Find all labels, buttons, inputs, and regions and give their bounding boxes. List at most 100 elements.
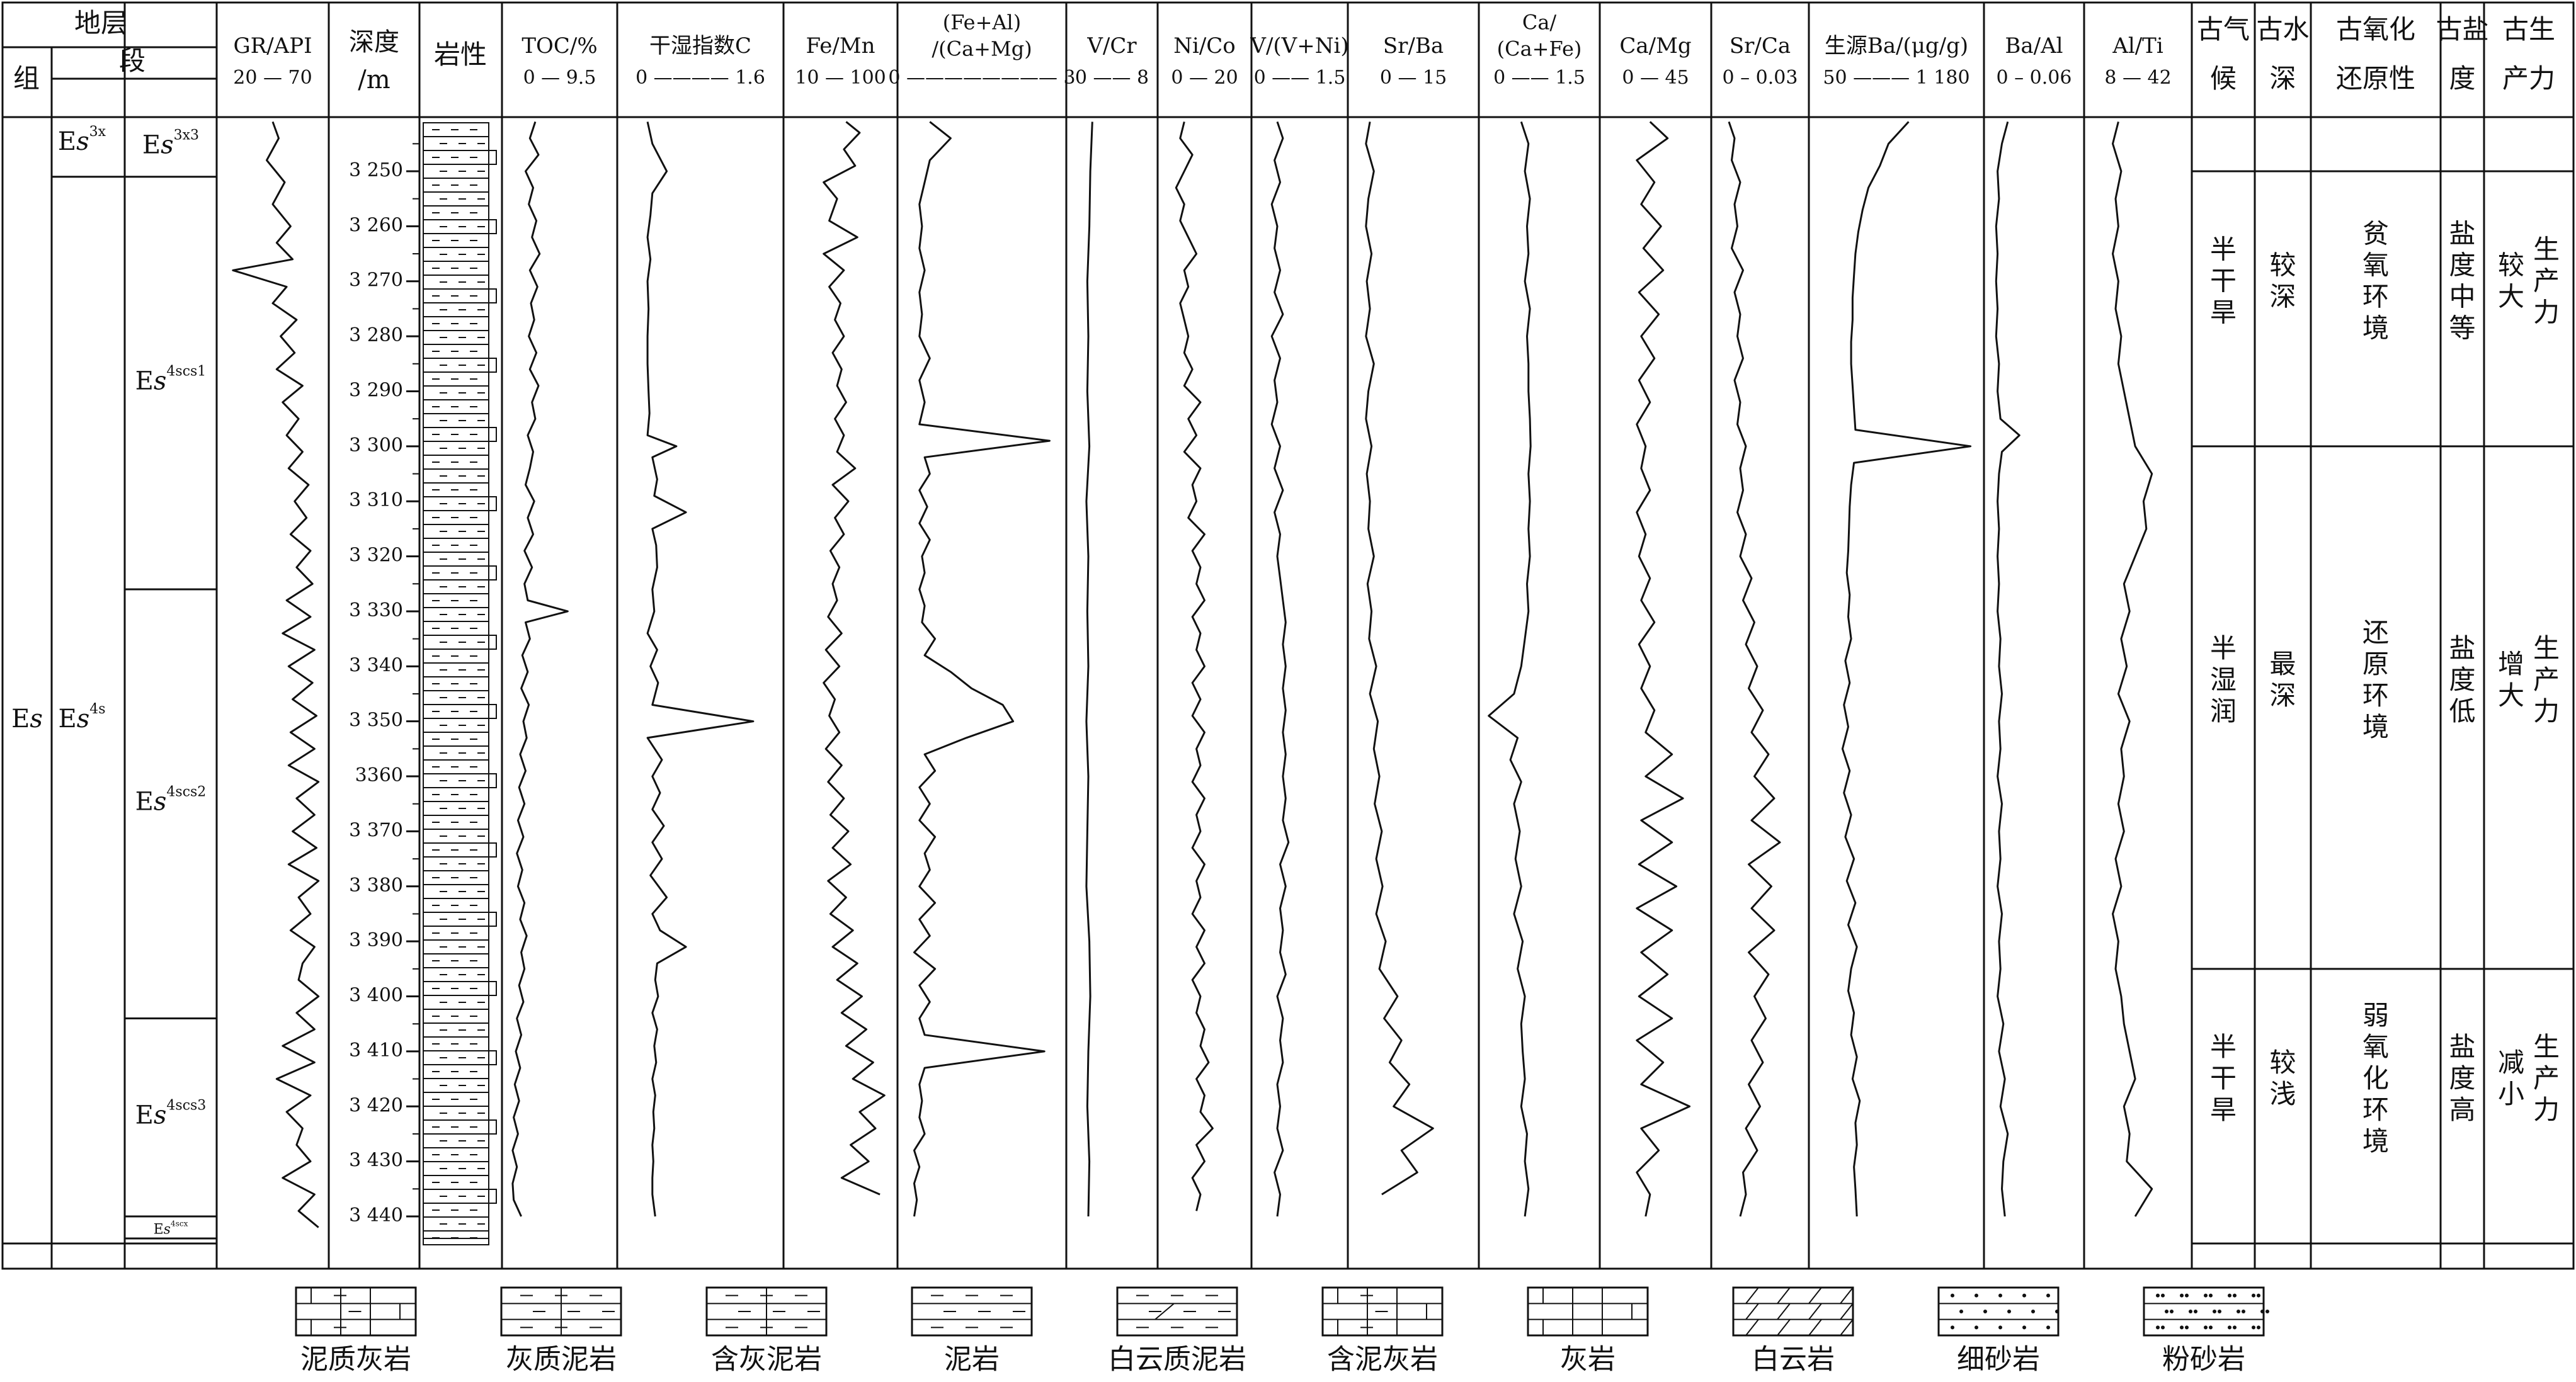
legend-dot bbox=[1951, 1325, 1954, 1330]
interp-climate-1: 半湿润 bbox=[2210, 633, 2237, 727]
header-strata: 地层 bbox=[74, 8, 127, 38]
legend-dot bbox=[2031, 1310, 2035, 1313]
header-femn: Fe/Mn bbox=[806, 33, 875, 59]
depth-label-3380: 3 380 bbox=[349, 875, 403, 897]
depth-label-3400: 3 400 bbox=[349, 985, 403, 1007]
legend-swatch bbox=[1527, 1286, 1649, 1337]
depth-label-3300: 3 300 bbox=[349, 434, 403, 456]
legend-slash bbox=[1745, 1287, 1759, 1304]
legend-dot bbox=[2156, 1325, 2160, 1330]
header-femn-range: 10 — 100 bbox=[795, 67, 886, 89]
interp-header-4: 古生 bbox=[2502, 14, 2555, 45]
frame bbox=[1, 1, 2575, 1270]
curve-vcr bbox=[1085, 122, 1093, 1217]
legend-label-siltstone: 粉砂岩 bbox=[2162, 1344, 2245, 1376]
depth-label-3350: 3 350 bbox=[349, 710, 403, 732]
curve-camg bbox=[1636, 121, 1691, 1217]
legend-swatch bbox=[295, 1286, 417, 1337]
interpretation-columns: 半干旱较深贫氧环境盐度中等生产力较大半湿润最深还原环境盐度低生产力增大半干旱较浅… bbox=[2192, 170, 2573, 1245]
interp-header-0-line2: 候 bbox=[2210, 63, 2237, 94]
interp-header-2: 古氧化 bbox=[2336, 14, 2415, 45]
interp-water-2: 较浅 bbox=[2269, 1047, 2296, 1109]
depth-label-3420: 3 420 bbox=[349, 1094, 403, 1116]
group-label: Es bbox=[11, 705, 43, 733]
legend-swatch bbox=[1321, 1286, 1444, 1337]
depth-label-3260: 3 260 bbox=[349, 214, 403, 236]
legend-dot bbox=[2194, 1310, 2197, 1313]
header-ba-range: 50 ——— 1 180 bbox=[1823, 67, 1969, 89]
header-camg: Ca/Mg bbox=[1619, 33, 1691, 59]
header-srca-range: 0 – 0.03 bbox=[1723, 67, 1798, 89]
depth-label-3290: 3 290 bbox=[349, 379, 403, 401]
header-srba: Sr/Ba bbox=[1383, 33, 1444, 59]
legend-swatch bbox=[1732, 1286, 1854, 1337]
legend-dot bbox=[2156, 1293, 2160, 1298]
depth-label-3430: 3 430 bbox=[349, 1150, 403, 1172]
legend-dot bbox=[2228, 1325, 2231, 1330]
legend-dot bbox=[1998, 1293, 2002, 1298]
header-cacafe-range: 0 —— 1.5 bbox=[1493, 67, 1585, 89]
member-label-0: Es3x bbox=[58, 124, 106, 156]
header-baal: Ba/Al bbox=[2005, 33, 2063, 59]
legend-item-lime-bearing-mudstone: 含灰泥岩 bbox=[705, 1286, 828, 1376]
legend-dot bbox=[2260, 1310, 2264, 1313]
interp-water-1: 最深 bbox=[2269, 649, 2296, 711]
interp-productivity-2-0: 生产力 bbox=[2533, 1031, 2560, 1125]
legend-dot bbox=[1998, 1325, 2002, 1330]
depth-label-3330: 3 330 bbox=[349, 599, 403, 621]
legend-swatch bbox=[911, 1286, 1033, 1337]
legend-dot bbox=[2161, 1325, 2165, 1330]
depth-label-3360: 3360 bbox=[355, 764, 403, 786]
curve-srca bbox=[1728, 121, 1781, 1217]
legend-label-mud-bearing-limestone: 含泥灰岩 bbox=[1327, 1344, 1438, 1376]
header-depth: 深度 bbox=[349, 28, 399, 57]
interp-salinity-0: 盐度中等 bbox=[2449, 218, 2475, 343]
legend-slash bbox=[1777, 1287, 1791, 1304]
legend-dot bbox=[2185, 1293, 2189, 1298]
interp-header-0: 古气 bbox=[2197, 14, 2250, 45]
table-grid bbox=[1, 1, 2575, 1270]
submember-label-1: Es4scs1 bbox=[135, 363, 207, 395]
depth-label-3340: 3 340 bbox=[349, 654, 403, 676]
interp-productivity-2-1: 减小 bbox=[2498, 1047, 2524, 1109]
submember-label-3: Es4scs3 bbox=[135, 1098, 207, 1130]
curve-srba bbox=[1365, 122, 1434, 1196]
header-c-range: 0 ———— 1.6 bbox=[635, 67, 765, 89]
legend-dot bbox=[2209, 1293, 2213, 1298]
interp-header-3: 古盐 bbox=[2436, 14, 2488, 45]
lithology-bed bbox=[423, 1230, 489, 1245]
legend-dot bbox=[2252, 1293, 2255, 1298]
header-vvni: V/(V+Ni) bbox=[1250, 33, 1348, 59]
legend-dot bbox=[2055, 1310, 2059, 1313]
legend-dot bbox=[2257, 1325, 2260, 1330]
legend-slash bbox=[1808, 1287, 1822, 1304]
legend-slash bbox=[1840, 1319, 1854, 1336]
interp-productivity-0-1: 较大 bbox=[2498, 249, 2524, 312]
header-srba-range: 0 — 15 bbox=[1380, 67, 1447, 89]
legend-label-muddy-limestone: 泥质灰岩 bbox=[300, 1344, 411, 1376]
header-feal-range: 0 ———————— 3 bbox=[888, 67, 1075, 89]
depth-label-3270: 3 270 bbox=[349, 269, 403, 292]
legend-item-fine-sandstone: 细砂岩 bbox=[1937, 1286, 2060, 1376]
curve-alti bbox=[2112, 122, 2153, 1217]
header-camg-range: 0 — 45 bbox=[1622, 67, 1689, 89]
submember-label-0: Es3x3 bbox=[142, 127, 199, 159]
legend-item-muddy-limestone: 泥质灰岩 bbox=[295, 1286, 417, 1376]
legend-slash bbox=[1840, 1287, 1854, 1304]
legend-dot bbox=[1959, 1310, 1963, 1313]
legend-dot bbox=[2242, 1310, 2245, 1313]
depth-label-3310: 3 310 bbox=[349, 489, 403, 511]
legend-item-mud-bearing-limestone: 含泥灰岩 bbox=[1321, 1286, 1444, 1376]
header-alti: Al/Ti bbox=[2112, 33, 2163, 59]
legend-slash bbox=[1745, 1319, 1759, 1336]
strata-columns: EsEs3xEs4sEs3x3Es4scs1Es4scs2Es4scs3Es4s… bbox=[11, 124, 217, 1240]
legend-dot bbox=[2213, 1310, 2216, 1313]
legend-swatch bbox=[1116, 1286, 1238, 1337]
legend-label-calcareous-mudstone: 灰质泥岩 bbox=[506, 1344, 617, 1376]
legend-dot bbox=[2252, 1325, 2255, 1330]
header-vvni-range: 0 —— 1.5 bbox=[1254, 67, 1346, 89]
legend-dot bbox=[2165, 1310, 2169, 1313]
interp-header-1-line2: 深 bbox=[2269, 63, 2296, 94]
